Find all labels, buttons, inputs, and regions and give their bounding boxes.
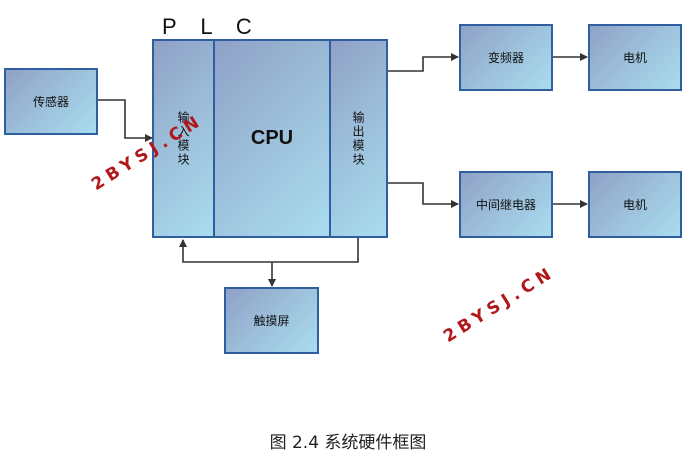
motor-box-bottom: 电机 — [588, 171, 682, 238]
motor-top-label: 电机 — [622, 51, 647, 65]
output-to-inverter-line — [387, 53, 459, 72]
output-module-box: 输出模块 — [329, 39, 388, 238]
plc-bus-line — [179, 237, 359, 263]
touchscreen-label: 触摸屏 — [253, 314, 290, 328]
intermediate-relay-label: 中间继电器 — [475, 198, 536, 212]
cpu-box: CPU — [213, 39, 331, 238]
inverter-box: 变频器 — [459, 24, 553, 91]
cpu-label: CPU — [250, 127, 294, 149]
plc-label: P L C — [162, 14, 261, 39]
motor-box-top: 电机 — [588, 24, 682, 91]
touchscreen-box: 触摸屏 — [224, 287, 319, 354]
input-module-label: 输入模块 — [176, 110, 190, 167]
intermediate-relay-box: 中间继电器 — [459, 171, 553, 238]
output-module-label: 输出模块 — [351, 110, 365, 167]
sensor-box: 传感器 — [4, 68, 98, 135]
inverter-label: 变频器 — [487, 51, 524, 65]
sensor-label: 传感器 — [32, 95, 69, 109]
input-module-box: 输入模块 — [152, 39, 215, 238]
motor-bottom-label: 电机 — [622, 198, 647, 212]
output-to-relay-line — [387, 182, 459, 208]
figure-caption: 图 2.4 系统硬件框图 — [269, 433, 427, 453]
sensor-to-input-line — [98, 99, 153, 142]
